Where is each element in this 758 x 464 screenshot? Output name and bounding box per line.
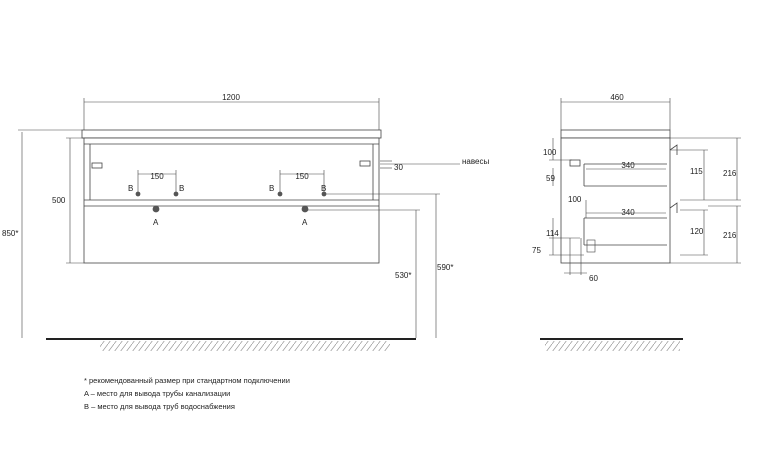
label-b-2: B: [179, 184, 184, 193]
note-drain-a: A – место для вывода трубы канализации: [84, 389, 231, 398]
dim-hinge-30: 30: [394, 163, 403, 172]
dim-drawer-340-bottom: 340: [621, 208, 635, 217]
hinge-right: [359, 160, 371, 167]
front-view: [81, 129, 382, 264]
dim-inner-120: 120: [690, 227, 704, 236]
hinge-left: [91, 162, 103, 169]
front-dimensions: [18, 98, 460, 338]
dim-pipe-150-left: 150: [150, 172, 164, 181]
front-countertop: [81, 129, 382, 139]
dim-depth-460: 460: [610, 93, 624, 102]
dim-75: 75: [532, 246, 541, 255]
dim-pipe-150-right: 150: [295, 172, 309, 181]
dim-height-850: 850*: [2, 229, 18, 238]
side-floor-hatch: [545, 341, 680, 351]
dim-supply-590: 590*: [437, 263, 453, 272]
supply-point-b-2: [173, 191, 179, 197]
supply-point-b-1: [135, 191, 141, 197]
note-supply-b: B – место для вывода труб водоснабжения: [84, 402, 235, 411]
supply-point-b-4: [321, 191, 327, 197]
label-a-1: A: [153, 218, 159, 227]
dim-drain-530: 530*: [395, 271, 411, 280]
dim-114: 114: [546, 229, 559, 238]
side-cabinet-body: [560, 137, 671, 264]
note-recommended: * рекомендованный размер при стандартном…: [84, 376, 290, 385]
dim-drawer-340-top: 340: [621, 161, 635, 170]
dim-drawer-216-top: 216: [723, 169, 737, 178]
side-countertop: [560, 129, 671, 139]
dim-drawer-216-bottom: 216: [723, 231, 737, 240]
label-hinges: навесы: [462, 157, 489, 166]
label-a-2: A: [302, 218, 308, 227]
drain-point-a-1: [152, 205, 160, 213]
supply-point-b-3: [277, 191, 283, 197]
front-floor-hatch: [100, 341, 390, 351]
side-dimensions: [549, 98, 741, 275]
drain-point-a-2: [301, 205, 309, 213]
side-hinge: [569, 159, 581, 167]
dim-inner-115: 115: [690, 167, 703, 176]
side-handle-bottom: [669, 202, 678, 213]
dim-top-gap-100: 100: [543, 148, 557, 157]
dim-body-500: 500: [52, 196, 66, 205]
side-handle-top: [669, 144, 678, 155]
pipe-markers: [135, 191, 327, 213]
label-b-1: B: [128, 184, 133, 193]
dim-mid-gap-100: 100: [568, 195, 582, 204]
side-view: [560, 129, 678, 264]
dim-59: 59: [546, 174, 555, 183]
dim-60: 60: [589, 274, 598, 283]
label-b-4: B: [321, 184, 326, 193]
dim-width-1200: 1200: [222, 93, 240, 102]
label-b-3: B: [269, 184, 274, 193]
front-cabinet-body: [83, 137, 380, 264]
